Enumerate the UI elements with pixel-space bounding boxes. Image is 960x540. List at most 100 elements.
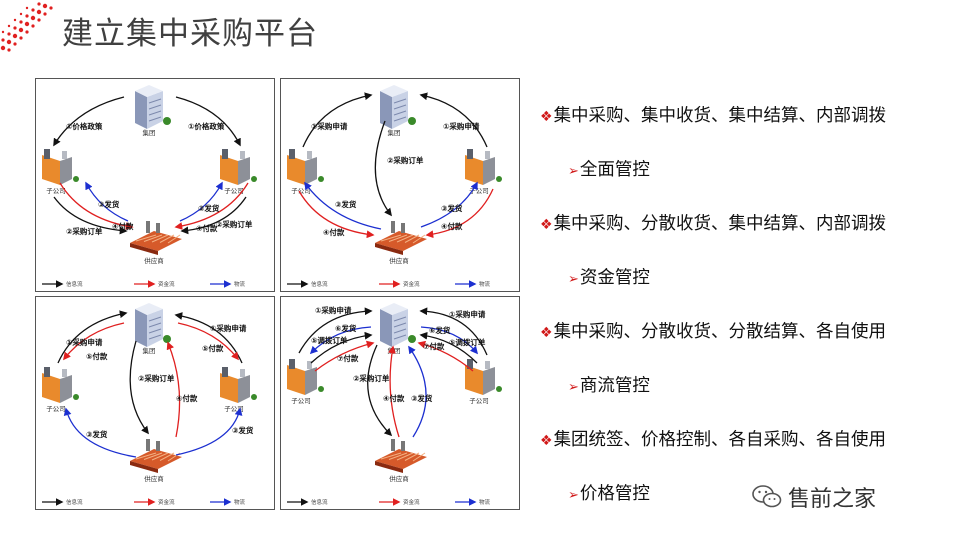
- subsidiary-label-left: 子公司: [46, 405, 66, 413]
- flow-label: ⑤付款: [202, 343, 224, 353]
- tree-icon: [496, 386, 502, 392]
- tree-icon: [496, 176, 502, 182]
- pay-arrow-right: [425, 188, 494, 239]
- flow-label: ①采购申请: [315, 305, 352, 315]
- diamond-bullet-icon: ❖: [540, 325, 553, 341]
- policy-arrow-left: [53, 96, 125, 147]
- request-arrow-left: [57, 310, 128, 364]
- subsidiary-building-icon: [465, 149, 502, 185]
- subsidiary-label-right: 子公司: [469, 397, 489, 405]
- group-label: 集团: [388, 346, 401, 355]
- flow-label: ①采购申请: [449, 309, 486, 319]
- subsidiary-label-right: 子公司: [224, 405, 244, 413]
- legend-money-label: 资金流: [403, 498, 420, 506]
- flow-label: ③发货: [441, 203, 463, 213]
- flow-label: ①价格政策: [66, 121, 103, 131]
- bullet-4: ❖集团统签、价格控制、各自采购、各自使用: [540, 426, 886, 451]
- flow-label: ③发货: [335, 199, 357, 209]
- pay-arrow-right: [174, 182, 249, 230]
- flow-label: ①采购申请: [66, 337, 103, 347]
- legend-goods-label: 物流: [479, 280, 491, 288]
- flow-label: ③发货: [86, 429, 108, 439]
- flow-label: ②采购订单: [387, 155, 424, 165]
- flow-diagram-3: 集团子公司子公司供应商信息流资金流物流①采购申请①采购申请⑤付款⑤付款②采购订单…: [42, 303, 257, 506]
- subsidiary-label-left: 子公司: [46, 187, 66, 195]
- flow-label: ④付款: [112, 221, 134, 231]
- pay-arrow-group-right: [177, 322, 239, 361]
- ship-arrow-right: [179, 181, 223, 222]
- legend-goods-label: 物流: [234, 280, 246, 288]
- subsidiary-building-icon: [42, 367, 79, 403]
- flow-label: ②采购订单: [353, 373, 390, 383]
- tree-icon: [163, 117, 171, 125]
- bullet-3: ❖集中采购、分散收货、分散结算、各自使用: [540, 318, 886, 343]
- transfer-arrow-left: [310, 331, 373, 364]
- flow-label: ③发货: [411, 393, 433, 403]
- subsidiary-label-left: 子公司: [291, 397, 311, 405]
- tree-icon: [408, 117, 416, 125]
- flow-label: ⑦付款: [423, 341, 445, 351]
- flow-label: ④付款: [323, 227, 345, 237]
- tree-icon: [408, 335, 416, 343]
- supplier-label: 供应商: [389, 474, 409, 483]
- flow-label: ④付款: [383, 393, 405, 403]
- subsidiary-label-right: 子公司: [469, 187, 489, 195]
- legend-goods-label: 物流: [479, 498, 491, 506]
- tree-icon: [318, 386, 324, 392]
- group-building-icon: [135, 85, 171, 129]
- ship-arrow-right: [420, 181, 478, 228]
- order-arrow-left: [53, 196, 128, 235]
- subsidiary-label-right: 子公司: [224, 187, 244, 195]
- transfer-arrow-right: [419, 331, 478, 364]
- flow-label: ①采购申请: [443, 121, 480, 131]
- bullet-1: ❖集中采购、集中收货、集中结算、内部调拨: [540, 102, 886, 127]
- pay-arrow-left: [59, 182, 134, 230]
- tree-icon: [318, 176, 324, 182]
- legend-money-label: 资金流: [403, 280, 420, 288]
- ship-arrow-right: [175, 407, 243, 456]
- sub-bullet-3: ➢商流管控: [568, 372, 650, 397]
- group-label: 集团: [388, 128, 401, 137]
- request-arrow-right: [419, 307, 488, 356]
- tree-icon: [163, 335, 171, 343]
- request-arrow-left: [302, 92, 373, 148]
- supplier-factory-icon: [130, 439, 182, 473]
- tree-icon: [73, 176, 79, 182]
- pay-arrow-supplier: [166, 341, 181, 438]
- supplier-label: 供应商: [389, 256, 409, 265]
- arrow-bullet-icon: ➢: [568, 272, 579, 287]
- flow-label: ⑦付款: [337, 353, 359, 363]
- pay-arrow-group-left: [314, 340, 375, 372]
- sub-bullet-text: 商流管控: [579, 376, 650, 396]
- ship-arrow-left: [304, 181, 382, 230]
- sub-bullet-text: 全面管控: [579, 160, 650, 180]
- sub-bullet-text: 价格管控: [579, 484, 650, 504]
- group-building-icon: [380, 85, 416, 129]
- legend-money-label: 资金流: [158, 280, 175, 288]
- subsidiary-building-icon: [42, 149, 79, 185]
- pay-arrow-group-right: [417, 340, 474, 372]
- subsidiary-label-left: 子公司: [291, 187, 311, 195]
- sub-bullet-2: ➢资金管控: [568, 264, 650, 289]
- policy-arrow-right: [175, 96, 241, 147]
- flow-label: ③发货: [98, 199, 120, 209]
- bullet-text: 集中采购、集中收货、集中结算、内部调拨: [553, 106, 887, 126]
- supplier-factory-icon: [130, 221, 182, 255]
- diamond-bullet-icon: ❖: [540, 217, 553, 233]
- ship-arrow-group-left: [309, 326, 372, 355]
- flow-label: ①采购申请: [311, 121, 348, 131]
- order-arrow: [374, 120, 392, 217]
- flow-label: ③发货: [198, 203, 220, 213]
- group-label: 集团: [143, 346, 156, 355]
- subsidiary-building-icon: [287, 149, 324, 185]
- flow-label: ①价格政策: [188, 121, 225, 131]
- supplier-label: 供应商: [144, 474, 164, 483]
- wechat-icon: [752, 485, 782, 508]
- sub-bullet-text: 资金管控: [579, 268, 650, 288]
- legend-goods-label: 物流: [234, 498, 246, 506]
- flow-label: ③发货: [232, 425, 254, 435]
